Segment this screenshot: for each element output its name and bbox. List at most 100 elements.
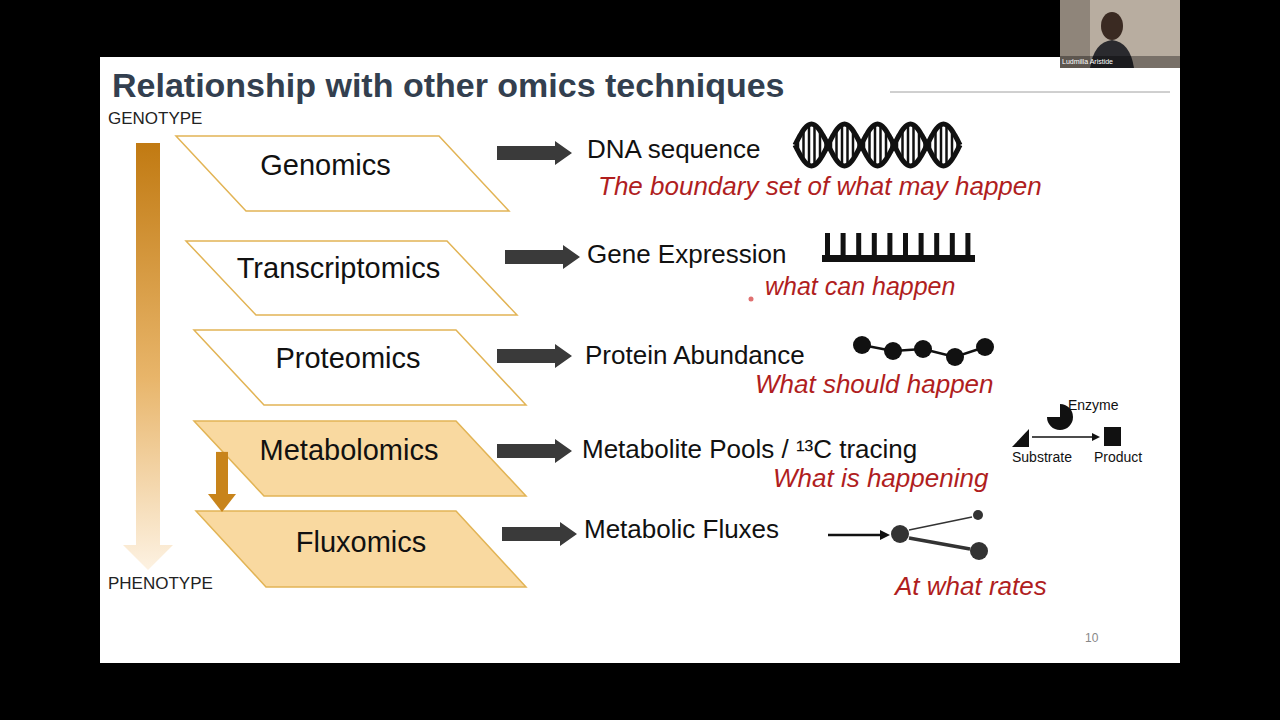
omics-name: Metabolomics xyxy=(182,436,516,465)
comb-tooth xyxy=(903,233,908,257)
omics-output: Gene Expression xyxy=(587,241,786,267)
dna-rung xyxy=(841,127,844,164)
flux-in-line xyxy=(828,534,882,537)
omics-meaning: At what rates xyxy=(895,573,1047,599)
dna-rung xyxy=(835,132,838,158)
dna-rung xyxy=(901,132,904,158)
omics-box: Fluxomics xyxy=(195,510,527,588)
dna-rung xyxy=(846,127,849,163)
dna-rung xyxy=(918,133,921,158)
omics-box: Proteomics xyxy=(193,329,527,406)
dna-rung xyxy=(824,142,827,148)
omics-name: Fluxomics xyxy=(195,528,527,557)
reaction-arrow-head xyxy=(1092,433,1100,441)
dna-helix-icon xyxy=(795,124,960,166)
genotype-phenotype-arrow xyxy=(123,143,173,570)
dna-rung xyxy=(830,141,833,149)
block-arrow xyxy=(505,245,580,269)
gene-expression-icon xyxy=(822,233,975,262)
dna-strand xyxy=(795,124,960,166)
flow-arrow xyxy=(216,452,228,494)
omics-box: Transcriptomics xyxy=(185,240,518,316)
omics-name: Transcriptomics xyxy=(172,254,505,283)
comb-tooth xyxy=(919,233,924,257)
icon-label: Enzyme xyxy=(1068,398,1119,412)
dna-rung xyxy=(896,141,899,149)
dna-rung xyxy=(929,141,932,149)
dna-rung xyxy=(857,142,860,148)
dna-rung xyxy=(912,127,915,163)
block-arrow xyxy=(497,439,572,463)
comb-tooth xyxy=(872,233,877,257)
amino-acid-bead xyxy=(976,338,994,356)
dna-rung xyxy=(885,133,888,158)
dna-rung xyxy=(934,132,937,158)
dna-strand xyxy=(795,124,960,166)
omics-name: Proteomics xyxy=(181,344,515,373)
omics-output: DNA sequence xyxy=(587,136,760,162)
flux-node xyxy=(891,525,909,543)
comb-tooth xyxy=(934,233,939,257)
dna-rung xyxy=(813,127,816,163)
omics-box: Metabolomics xyxy=(193,420,527,497)
omics-output: Protein Abundance xyxy=(585,342,805,368)
dna-rung xyxy=(802,132,805,158)
comb-tooth xyxy=(965,233,970,257)
amino-acid-bead xyxy=(884,342,902,360)
protein-chain-icon xyxy=(853,336,994,366)
webcam-background xyxy=(1060,0,1180,68)
slide-background xyxy=(100,57,1180,663)
title-rule xyxy=(890,92,1170,93)
comb-tooth xyxy=(856,233,861,257)
comb-tooth xyxy=(825,233,830,257)
amino-acid-bead xyxy=(853,336,871,354)
dna-rung xyxy=(868,132,871,158)
omics-box: Genomics xyxy=(175,135,510,212)
dna-rung xyxy=(863,141,866,149)
dna-rung xyxy=(945,127,948,163)
omics-meaning: what can happen xyxy=(765,274,955,299)
webcam-head xyxy=(1101,12,1123,40)
dna-rung xyxy=(797,141,800,149)
product-square xyxy=(1104,427,1121,446)
comb-tooth xyxy=(950,233,955,257)
substrate-triangle xyxy=(1012,429,1029,447)
block-arrow xyxy=(497,141,572,165)
axis-label: PHENOTYPE xyxy=(108,575,213,592)
dna-rung xyxy=(890,142,893,148)
icon-label: Product xyxy=(1094,450,1142,464)
dna-rung xyxy=(956,142,959,148)
icon-label: Substrate xyxy=(1012,450,1072,464)
block-arrow xyxy=(502,522,577,546)
pointer-dot xyxy=(749,297,754,302)
dna-rung xyxy=(940,127,943,164)
flux-node xyxy=(973,510,983,520)
dna-rung xyxy=(808,127,811,164)
dna-rung xyxy=(951,133,954,158)
parallelogram-shape xyxy=(196,511,526,587)
webcam-thumbnail xyxy=(1060,0,1180,68)
presenter-name: Ludmilla Aristide xyxy=(1062,58,1113,65)
amino-acid-bead xyxy=(914,340,932,358)
omics-meaning: What should happen xyxy=(755,371,994,397)
omics-meaning: What is happening xyxy=(773,465,988,491)
omics-meaning: The boundary set of what may happen xyxy=(598,173,1042,199)
flux-branch-thick xyxy=(909,538,970,549)
amino-acid-bead xyxy=(946,348,964,366)
block-arrow xyxy=(497,344,572,368)
dna-rung xyxy=(907,127,910,164)
reaction-arrow xyxy=(1032,436,1094,438)
omics-name: Genomics xyxy=(158,151,493,180)
flux-in-head xyxy=(880,530,890,540)
omics-output: Metabolite Pools / ¹³C tracing xyxy=(582,436,917,462)
omics-output: Metabolic Fluxes xyxy=(584,516,779,542)
dna-rung xyxy=(879,127,882,163)
webcam-name-bar xyxy=(1060,56,1180,68)
flux-icon xyxy=(828,510,988,560)
page-number: 10 xyxy=(1085,632,1098,644)
comb-tooth xyxy=(841,233,846,257)
dna-rung xyxy=(923,142,926,148)
dna-rung xyxy=(852,133,855,158)
